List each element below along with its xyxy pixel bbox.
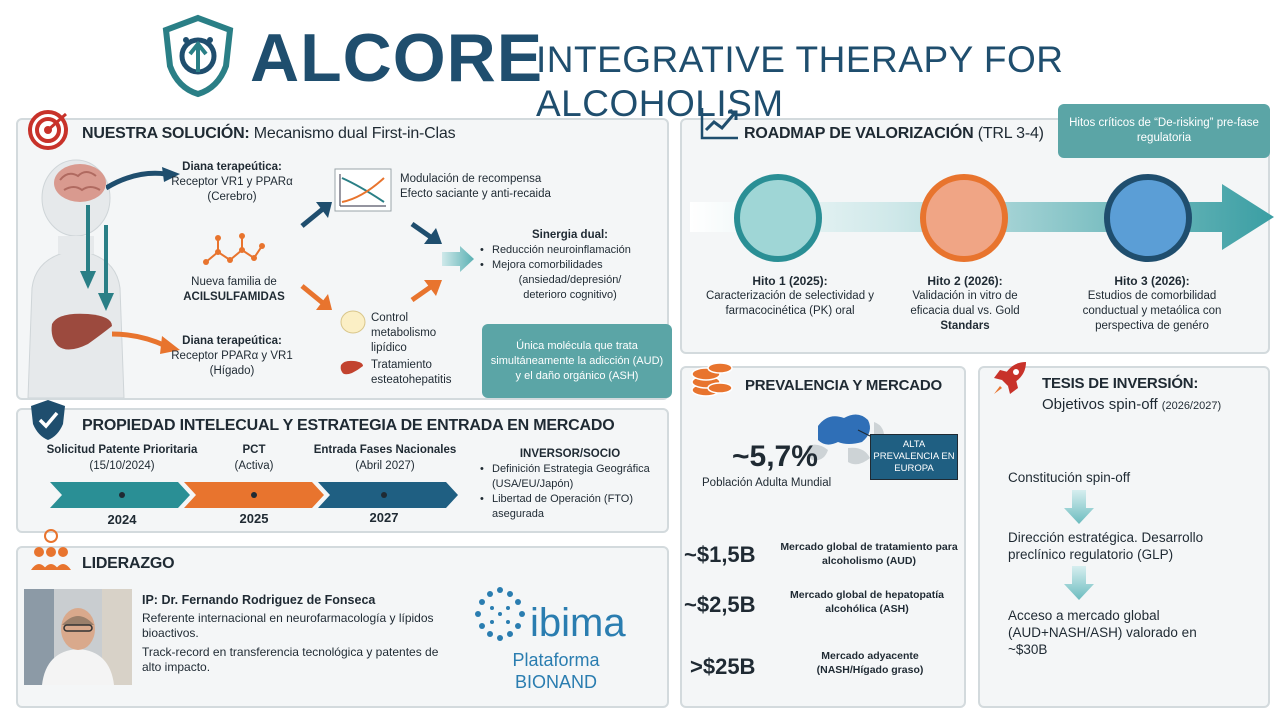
synergy-item: Reducción neuroinflamación	[478, 243, 668, 258]
down-arrow-icon	[80, 205, 114, 311]
milestone-2-text: Hito 2 (2026): Validación in vitro de ef…	[910, 274, 1020, 332]
europe-map-icon	[806, 414, 885, 465]
liver-icon	[51, 313, 112, 350]
milestone-3-circle	[1104, 174, 1192, 262]
partner-item: Libertad de Operación (FTO) asegurada	[478, 492, 668, 522]
lipid-droplet-icon	[340, 310, 366, 334]
partner-list: Definición Estrategia Geográfica (USA/EU…	[478, 462, 668, 522]
brand-tagline: INTEGRATIVE THERAPY FOR ALCOHOLISM	[536, 39, 1064, 124]
market-title: PREVALENCIA Y MERCADO	[745, 377, 942, 394]
thesis-down-arrow-icon	[1064, 566, 1094, 600]
market-value: >$25B	[690, 654, 756, 679]
milestone-1-circle	[734, 174, 822, 262]
flow-arrow-synergy-bottom-icon	[410, 280, 442, 302]
milestone-2-circle	[920, 174, 1008, 262]
flow-arrow-down-icon	[300, 284, 332, 310]
shield-check-icon	[31, 400, 65, 440]
target-icon	[28, 110, 68, 150]
liver-arrow-icon	[112, 331, 180, 354]
synergy-arrow-icon	[442, 246, 474, 272]
pi-desc-1: Referente internacional en neurofarmacol…	[142, 611, 434, 640]
synergy-title: Sinergia dual:	[531, 229, 609, 241]
brain-icon	[54, 164, 106, 202]
partner-title: INVERSOR/SOCIO	[519, 448, 621, 460]
brain-arrow-icon	[106, 167, 180, 191]
molecule-family: Nueva familia de ACILSULFAMIDAS	[183, 276, 285, 303]
thesis-subtitle: Objetivos spin-off (2026/2027)	[1042, 396, 1222, 413]
molecule-icon	[203, 233, 265, 265]
ip-milestone-sub: (Activa)	[234, 460, 274, 472]
roadmap-title: ROADMAP DE VALORIZACIÓN (TRL 3-4)	[744, 125, 1044, 142]
reward-chart-icon	[334, 168, 392, 212]
lipid-control: Control metabolismo lipídico	[371, 312, 437, 354]
partner-item: Definición Estrategia Geográfica (USA/EU…	[478, 462, 668, 492]
ip-milestone-sub: (15/10/2024)	[89, 460, 155, 472]
market-desc: Mercado global de tratamiento para alcoh…	[780, 541, 958, 567]
team-icon	[31, 529, 71, 570]
thesis-down-arrow-icon	[1064, 490, 1094, 524]
pi-desc-2: Track-record en transferencia tecnológic…	[142, 645, 439, 674]
thesis-step: Acceso a mercado global (AUD+NASH/ASH) v…	[1008, 608, 1197, 657]
ip-title: PROPIEDAD INTELECUAL Y ESTRATEGIA DE ENT…	[82, 417, 615, 434]
rocket-icon	[994, 362, 1026, 394]
market-value: ~$2,5B	[684, 592, 756, 617]
ip-year: 2027	[369, 510, 399, 525]
thesis-step: Constitución spin-off	[1008, 470, 1131, 485]
market-desc: Mercado adyacente (NASH/Hígado graso)	[816, 650, 924, 676]
coins-icon	[691, 362, 733, 397]
steatohepatitis-treatment: Tratamiento esteatohepatitis	[371, 359, 452, 386]
ibima-logo-icon	[475, 587, 525, 641]
ip-milestone-label: PCT	[242, 444, 266, 456]
liver-target: Diana terapeútica: Receptor PPARα y VR1 …	[171, 335, 293, 377]
reward-modulation: Modulación de recompensa Efecto saciante…	[400, 173, 551, 200]
pi-name: IP: Dr. Fernando Rodriguez de Fonseca	[142, 593, 376, 607]
thesis-panel	[978, 366, 1270, 708]
market-desc: Mercado global de hepatopatía alcohólica…	[789, 589, 945, 615]
brain-target: Diana terapeútica: Receptor VR1 y PPARα …	[171, 161, 293, 203]
ip-timeline-arrows	[50, 482, 458, 508]
ip-year: 2025	[239, 511, 269, 526]
ip-year: 2024	[107, 512, 137, 527]
milestone-1-text: Hito 1 (2025): Caracterización de select…	[705, 274, 875, 317]
flow-arrow-synergy-top-icon	[410, 222, 442, 244]
prevalence-label: Población Adulta Mundial	[702, 477, 832, 489]
small-liver-icon	[340, 360, 363, 375]
pi-photo	[24, 589, 132, 685]
milestone-3-text: Hito 3 (2026): Estudios de comorbilidad …	[1082, 274, 1222, 332]
europe-badge: ALTA PREVALENCIA EN EUROPA	[870, 434, 958, 480]
bionand-platform: Plataforma BIONAND	[512, 650, 600, 692]
thesis-title: TESIS DE INVERSIÓN:	[1042, 375, 1199, 392]
thesis-step: Dirección estratégica. Desarrollo preclí…	[1008, 530, 1204, 562]
leadership-title: LIDERAZGO	[82, 555, 175, 572]
brand-name: ALCORE	[250, 20, 544, 96]
ip-milestone-label: Solicitud Patente Prioritaria	[46, 444, 198, 456]
market-value: ~$1,5B	[684, 542, 756, 567]
ip-milestone-sub: (Abril 2027)	[355, 460, 415, 472]
ibima-logo-text: ibima	[530, 601, 626, 645]
trend-chart-icon	[700, 108, 738, 140]
synergy-item: Mejora comorbilidades	[478, 258, 668, 273]
solution-title: NUESTRA SOLUCIÓN: Mecanismo dual First-i…	[82, 125, 456, 142]
synergy-detail: (ansiedad/depresión/ deterioro cognitivo…	[518, 274, 622, 301]
synergy-list: Reducción neuroinflamación Mejora comorb…	[478, 243, 668, 273]
ip-milestone-label: Entrada Fases Nacionales	[313, 444, 457, 456]
prevalence-value: ~5,7%	[732, 440, 818, 473]
derisking-callout: Hitos críticos de “De-risking” pre-fase …	[1058, 104, 1270, 158]
unique-molecule-callout: Única molécula que trata simultáneamente…	[482, 324, 672, 398]
flow-arrow-up-icon	[300, 202, 332, 228]
alcore-logo-icon	[162, 14, 234, 98]
